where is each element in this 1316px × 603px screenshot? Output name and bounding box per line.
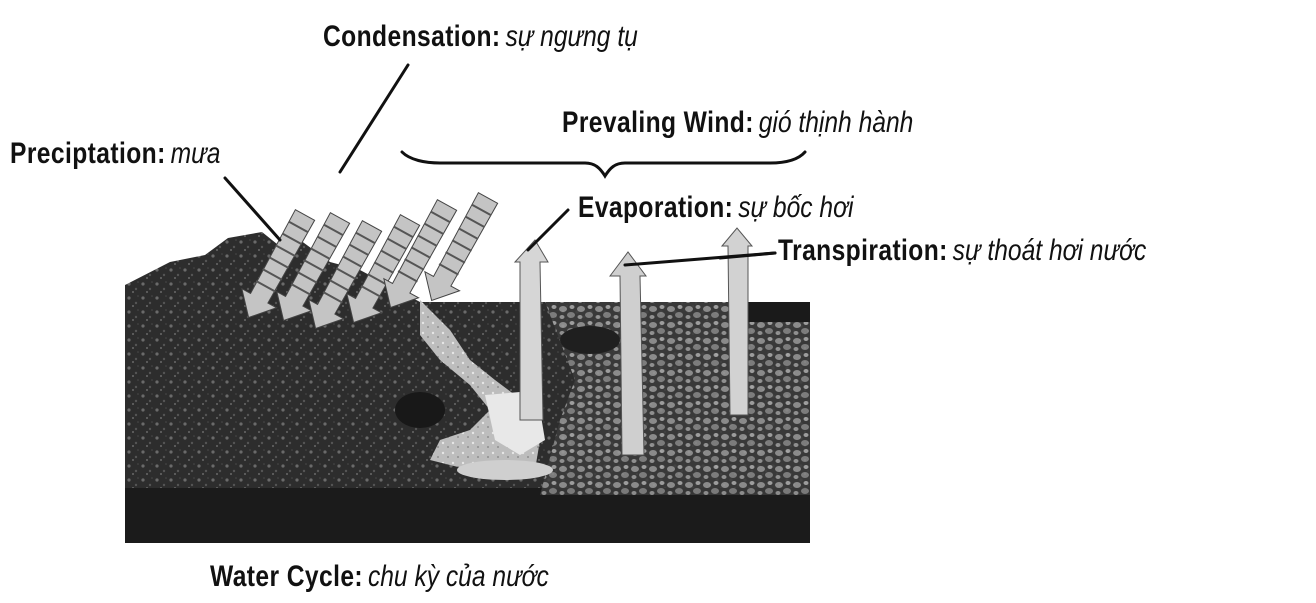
precipitation-translation: mưa (171, 137, 221, 170)
condensation-label: Condensation:sự ngưng tụ (323, 22, 638, 52)
evaporation-term: Evaporation: (578, 191, 733, 224)
precipitation-label: Preciptation:mưa (10, 139, 220, 169)
prevailing-wind-term: Prevaling Wind: (562, 106, 754, 139)
evaporation-label: Evaporation:sự bốc hơi (578, 193, 853, 223)
leader-lines (225, 65, 805, 265)
prevailing-wind-translation: gió thịnh hành (759, 106, 914, 139)
precipitation-leader (225, 178, 280, 240)
evaporation-translation: sự bốc hơi (738, 191, 853, 224)
precipitation-term: Preciptation: (10, 137, 166, 170)
prevailing-wind-label: Prevaling Wind:gió thịnh hành (562, 108, 913, 138)
transpiration-term: Transpiration: (778, 234, 948, 267)
water-cycle-term: Water Cycle: (210, 560, 363, 593)
water-cycle-translation: chu kỳ của nước (368, 560, 549, 593)
evaporation-leader (528, 210, 568, 250)
transpiration-translation: sự thoát hơi nước (953, 234, 1147, 267)
water-cycle-caption: Water Cycle:chu kỳ của nước (210, 562, 549, 592)
condensation-translation: sự ngưng tụ (505, 20, 637, 53)
transpiration-label: Transpiration:sự thoát hơi nước (778, 236, 1146, 266)
condensation-term: Condensation: (323, 20, 501, 53)
landscape-block (125, 232, 810, 543)
prevailing-wind-brace (402, 152, 805, 176)
condensation-leader (340, 65, 408, 172)
